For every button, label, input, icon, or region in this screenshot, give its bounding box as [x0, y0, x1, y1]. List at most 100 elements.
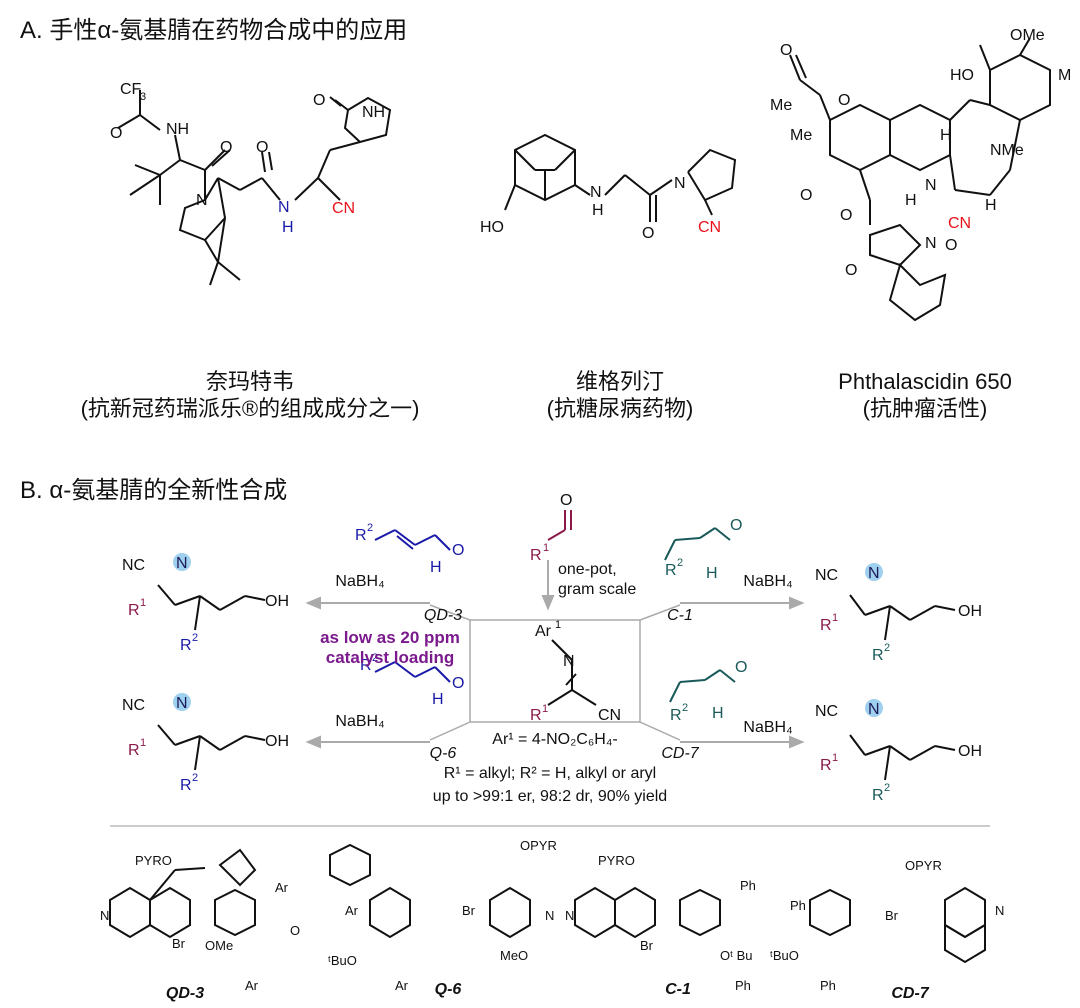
svg-text:PYRO: PYRO	[598, 853, 635, 868]
selectivity-line: up to >99:1 er, 98:2 dr, 90% yield	[432, 788, 668, 805]
loading-line-2: catalyst loading	[325, 648, 455, 667]
svg-text:OPYR: OPYR	[520, 838, 557, 853]
reaction-arrows	[305, 560, 805, 749]
svg-text:H: H	[712, 705, 724, 722]
enal-bottom-right	[669, 669, 736, 703]
catalyst-name-q6: Q-6	[434, 981, 462, 998]
svg-text:NC: NC	[122, 557, 145, 574]
svg-text:CN: CN	[698, 219, 721, 236]
svg-text:HO: HO	[950, 67, 974, 84]
catalyst-name-cd7: CD-7	[891, 985, 929, 1002]
svg-text:R: R	[872, 787, 884, 804]
svg-text:OPYR: OPYR	[905, 858, 942, 873]
svg-text:NC: NC	[815, 567, 838, 584]
r-definition: R¹ = alkyl; R² = H, alkyl or aryl	[443, 765, 657, 782]
svg-text:CN: CN	[332, 200, 355, 217]
svg-text:Br: Br	[640, 938, 654, 953]
svg-text:R: R	[360, 657, 372, 674]
svg-text:2: 2	[884, 642, 890, 654]
svg-text:R: R	[530, 707, 542, 724]
svg-text:NC: NC	[122, 697, 145, 714]
imine-structure	[547, 639, 597, 706]
onepot-line: one-pot,	[558, 561, 617, 578]
svg-text:R: R	[530, 547, 542, 564]
svg-text:N: N	[563, 653, 575, 670]
svg-text:O: O	[560, 492, 572, 509]
svg-text:Br: Br	[172, 936, 186, 951]
svg-text:H: H	[985, 197, 997, 214]
svg-text:2: 2	[192, 772, 198, 784]
svg-text:N: N	[925, 235, 937, 252]
svg-text:M: M	[1058, 67, 1071, 84]
svg-text:O: O	[110, 125, 122, 142]
svg-text:NH: NH	[166, 121, 189, 138]
nirmatrelvir-cn-red: CN	[332, 200, 355, 217]
svg-text:2: 2	[677, 557, 683, 569]
svg-text:N: N	[100, 908, 109, 923]
svg-text:R: R	[128, 742, 140, 759]
svg-text:OMe: OMe	[1010, 27, 1045, 44]
svg-text:N: N	[565, 908, 574, 923]
svg-text:1: 1	[832, 752, 838, 764]
svg-text:O: O	[313, 92, 325, 109]
svg-text:O: O	[780, 42, 792, 59]
svg-text:N: N	[868, 701, 880, 718]
aldehyde-top	[547, 510, 572, 541]
svg-text:CF: CF	[120, 81, 142, 98]
svg-text:Ar: Ar	[345, 903, 359, 918]
svg-text:O: O	[845, 262, 857, 279]
catalyst-label-qd3: QD-3	[423, 607, 463, 624]
svg-text:1: 1	[543, 542, 549, 554]
vildagliptin-cn-red: CN	[698, 219, 721, 236]
svg-text:N: N	[545, 908, 554, 923]
svg-text:N: N	[196, 192, 208, 209]
catalyst-name-c1: C-1	[665, 981, 691, 998]
svg-text:Ph: Ph	[735, 978, 751, 993]
svg-text:Ar: Ar	[535, 623, 552, 640]
enal-top-right	[664, 527, 731, 561]
svg-text:R: R	[355, 527, 367, 544]
svg-text:2: 2	[192, 632, 198, 644]
svg-text:HO: HO	[480, 219, 504, 236]
svg-text:2: 2	[367, 522, 373, 534]
enal-bottom-left	[374, 661, 451, 683]
svg-text:1: 1	[140, 597, 146, 609]
svg-text:N: N	[868, 565, 880, 582]
section-a-title: A. 手性α-氨基腈在药物合成中的应用	[20, 17, 408, 44]
svg-text:R: R	[180, 637, 192, 654]
phthalascidin-structure	[789, 37, 1051, 322]
svg-text:R: R	[665, 562, 677, 579]
svg-text:H: H	[432, 691, 444, 708]
svg-text:Ar: Ar	[395, 978, 409, 993]
drug-note: (抗肿瘤活性)	[862, 396, 988, 421]
svg-text:R: R	[820, 617, 832, 634]
svg-text:ᵗBuO: ᵗBuO	[770, 948, 799, 963]
svg-text:H: H	[592, 202, 604, 219]
svg-text:ᵗBuO: ᵗBuO	[328, 953, 357, 968]
svg-text:Br: Br	[885, 908, 899, 923]
svg-text:Me: Me	[770, 97, 792, 114]
svg-text:R: R	[128, 602, 140, 619]
catalyst-name-qd3: QD-3	[165, 985, 205, 1002]
catalyst-structures	[109, 843, 986, 964]
svg-text:O: O	[220, 139, 232, 156]
svg-text:1: 1	[542, 703, 548, 715]
catalyst-loading-note: as low as 20 ppm catalyst loading	[290, 628, 490, 668]
svg-text:O: O	[290, 923, 300, 938]
vildagliptin-structure	[504, 133, 737, 222]
svg-text:2: 2	[372, 652, 378, 664]
svg-text:Ph: Ph	[740, 878, 756, 893]
nabh4-top-right: NaBH₄	[743, 573, 793, 590]
drug-note: (抗糖尿病药物)	[546, 396, 694, 421]
